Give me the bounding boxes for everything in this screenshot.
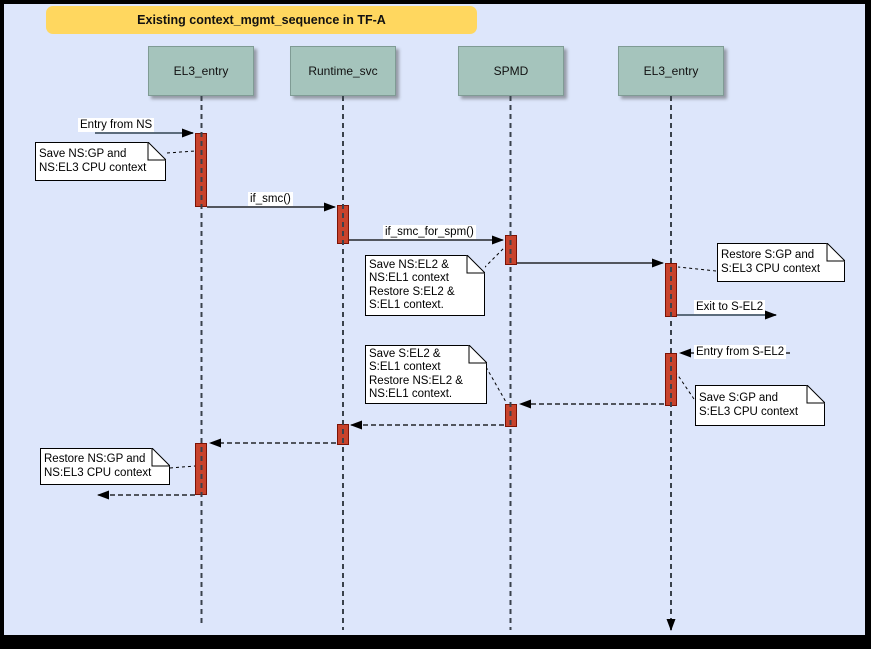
activation-bar-el3-left-2 — [195, 443, 207, 495]
activation-bar-runtime-svc-1 — [337, 205, 349, 244]
message-label-exit-to-s-el2: Exit to S-EL2 — [694, 300, 766, 314]
lifeline-head-runtime-svc: Runtime_svc — [290, 46, 396, 96]
note-save-ns-gp: Save NS:GP and NS:EL3 CPU context — [35, 142, 166, 181]
lifeline-head-spmd: SPMD — [458, 46, 564, 96]
note-fold-icon — [468, 345, 487, 364]
activation-bar-el3-right-1 — [665, 263, 677, 317]
diagram-title: Existing context_mgmt_sequence in TF-A — [46, 6, 477, 34]
note-fold-icon — [147, 142, 166, 161]
note-restore-ns-gp: Restore NS:GP and NS:EL3 CPU context — [40, 448, 170, 485]
diagram-canvas — [4, 4, 865, 635]
message-label-entry-from-s-el2: Entry from S-EL2 — [694, 345, 787, 359]
activation-bar-spmd-1 — [505, 235, 517, 265]
note-fold-icon — [466, 255, 485, 274]
note-save-s-gp: Save S:GP and S:EL3 CPU context — [695, 385, 825, 426]
note-fold-icon — [151, 448, 170, 467]
message-label-if-smc: if_smc() — [248, 192, 293, 206]
note-fold-icon — [826, 243, 845, 262]
activation-bar-el3-right-2 — [665, 353, 677, 406]
note-restore-s-gp: Restore S:GP and S:EL3 CPU context — [717, 243, 845, 282]
activation-bar-runtime-svc-2 — [337, 424, 349, 445]
activation-bar-el3-left-1 — [195, 133, 207, 207]
note-save-s-el2: Save S:EL2 & S:EL1 context Restore NS:EL… — [365, 345, 487, 404]
note-fold-icon — [806, 385, 825, 404]
lifeline-head-el3-entry-right: EL3_entry — [618, 46, 724, 96]
note-save-ns-el2: Save NS:EL2 & NS:EL1 context Restore S:E… — [365, 255, 485, 316]
activation-bar-spmd-2 — [505, 404, 517, 427]
message-label-entry-from-ns: Entry from NS — [78, 118, 155, 132]
message-label-if-smc-for-spm: if_smc_for_spm() — [383, 225, 476, 239]
lifeline-head-el3-entry-left: EL3_entry — [148, 46, 254, 96]
